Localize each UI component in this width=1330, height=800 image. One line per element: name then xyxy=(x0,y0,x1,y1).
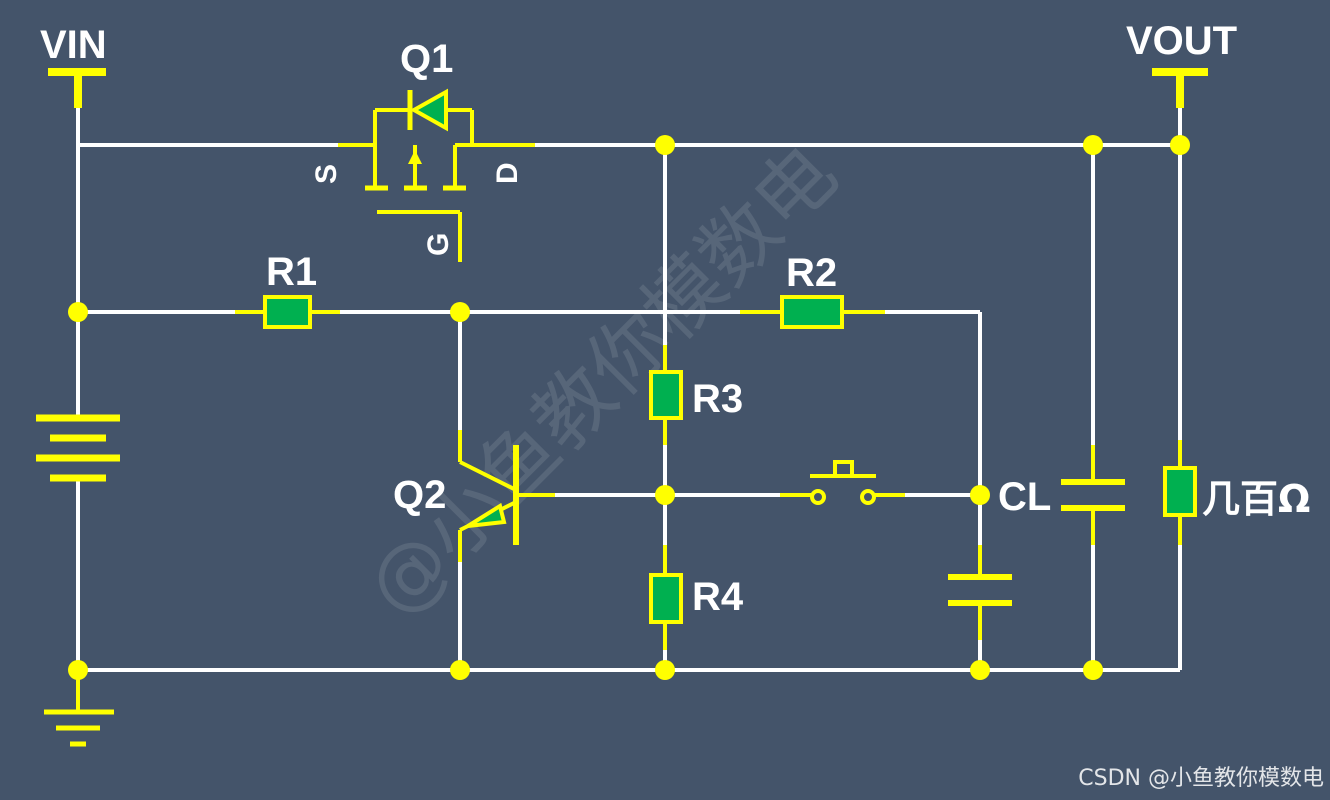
source-credit: CSDN @小鱼教你模数电 xyxy=(1078,766,1324,791)
q1-mosfet xyxy=(338,88,535,262)
q2-label: Q2 xyxy=(393,473,446,517)
vout-terminal xyxy=(1152,68,1208,108)
watermark: @小鱼教你模数电 xyxy=(350,129,855,634)
q1-gate-pin-label: G xyxy=(422,233,455,256)
r1-resistor xyxy=(235,295,340,329)
junction-dots xyxy=(68,135,1190,680)
r2-label: R2 xyxy=(786,251,837,295)
battery-symbol xyxy=(36,414,120,482)
load-label: 几百Ω xyxy=(1202,477,1310,521)
r3-resistor xyxy=(649,345,683,445)
ground-symbol xyxy=(44,672,114,747)
q1-source-pin-label: S xyxy=(310,164,343,184)
r4-label: R4 xyxy=(692,575,744,619)
q1-drain-pin-label: D xyxy=(491,162,524,184)
cl-capacitor xyxy=(948,545,1012,640)
load-resistor xyxy=(1163,440,1197,545)
q2-transistor xyxy=(458,430,555,562)
push-button-switch xyxy=(780,460,905,505)
q1-label: Q1 xyxy=(400,37,453,81)
r1-label: R1 xyxy=(266,250,317,294)
r3-label: R3 xyxy=(692,377,743,421)
vin-terminal xyxy=(48,68,106,108)
vin-label: VIN xyxy=(40,23,107,67)
r4-resistor xyxy=(649,545,683,650)
r2-resistor xyxy=(740,295,885,329)
cl-label: CL xyxy=(998,475,1051,519)
vout-label: VOUT xyxy=(1126,19,1237,63)
output-capacitor xyxy=(1061,445,1125,545)
